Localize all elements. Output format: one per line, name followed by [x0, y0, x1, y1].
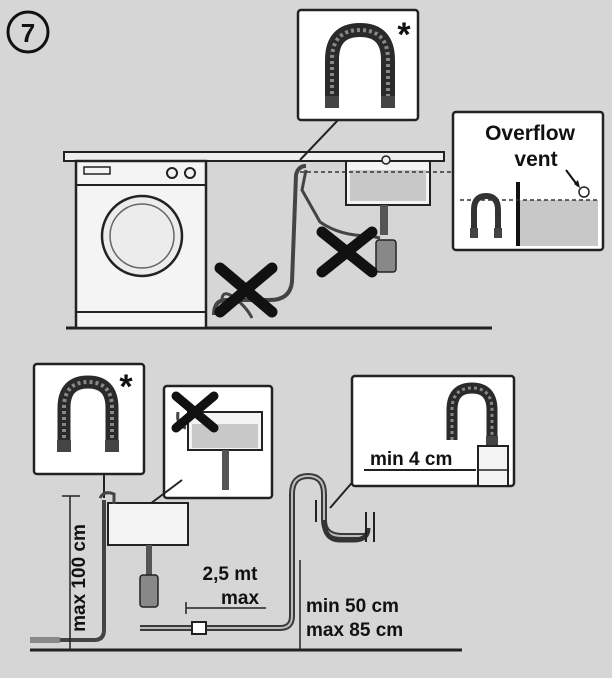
- overflow-label-line2: vent: [514, 148, 557, 171]
- cross-icon: [214, 262, 278, 318]
- left-standpipe-hose: [38, 500, 106, 642]
- max-100cm-label: max 100 cm: [69, 524, 90, 632]
- hose-connector: [191, 621, 207, 635]
- asterisk-top: *: [397, 16, 411, 54]
- hose-panel-top: *: [296, 8, 420, 122]
- mt-max-label: max: [221, 588, 259, 609]
- step-badge: 7: [6, 10, 50, 54]
- asterisk-left: *: [119, 368, 133, 406]
- countertop: [63, 151, 445, 162]
- min-50cm-label: min 50 cm: [306, 596, 399, 617]
- overflow-label-line1: Overflow: [485, 122, 576, 145]
- cross-icon: [316, 226, 378, 278]
- u-hose-icon: [57, 375, 119, 452]
- top-scene: * Overflow vent: [63, 8, 605, 330]
- bottom-scene: * max 100 cm: [30, 362, 516, 652]
- overflow-vent-panel: Overflow vent: [451, 110, 605, 252]
- sink-icon: [345, 155, 431, 273]
- washing-machine-icon: [74, 159, 208, 330]
- hose-panel-left: *: [32, 362, 146, 476]
- max-85cm-label: max 85 cm: [306, 620, 403, 641]
- siphon-icon: [315, 500, 375, 543]
- u-hose-icon: [446, 382, 498, 446]
- min-4cm-label: min 4 cm: [370, 449, 452, 470]
- sink-panel: [162, 384, 274, 500]
- overflow-vent-icon: [460, 169, 598, 246]
- step-number: 7: [21, 18, 35, 48]
- sink-icon: [107, 502, 189, 608]
- top-drain-hose: [212, 164, 307, 316]
- cross-icon: [171, 391, 219, 433]
- mt-value-label: 2,5 mt: [203, 564, 259, 585]
- standpipe-panel: min 4 cm: [350, 374, 516, 488]
- u-hose-icon: [325, 22, 395, 108]
